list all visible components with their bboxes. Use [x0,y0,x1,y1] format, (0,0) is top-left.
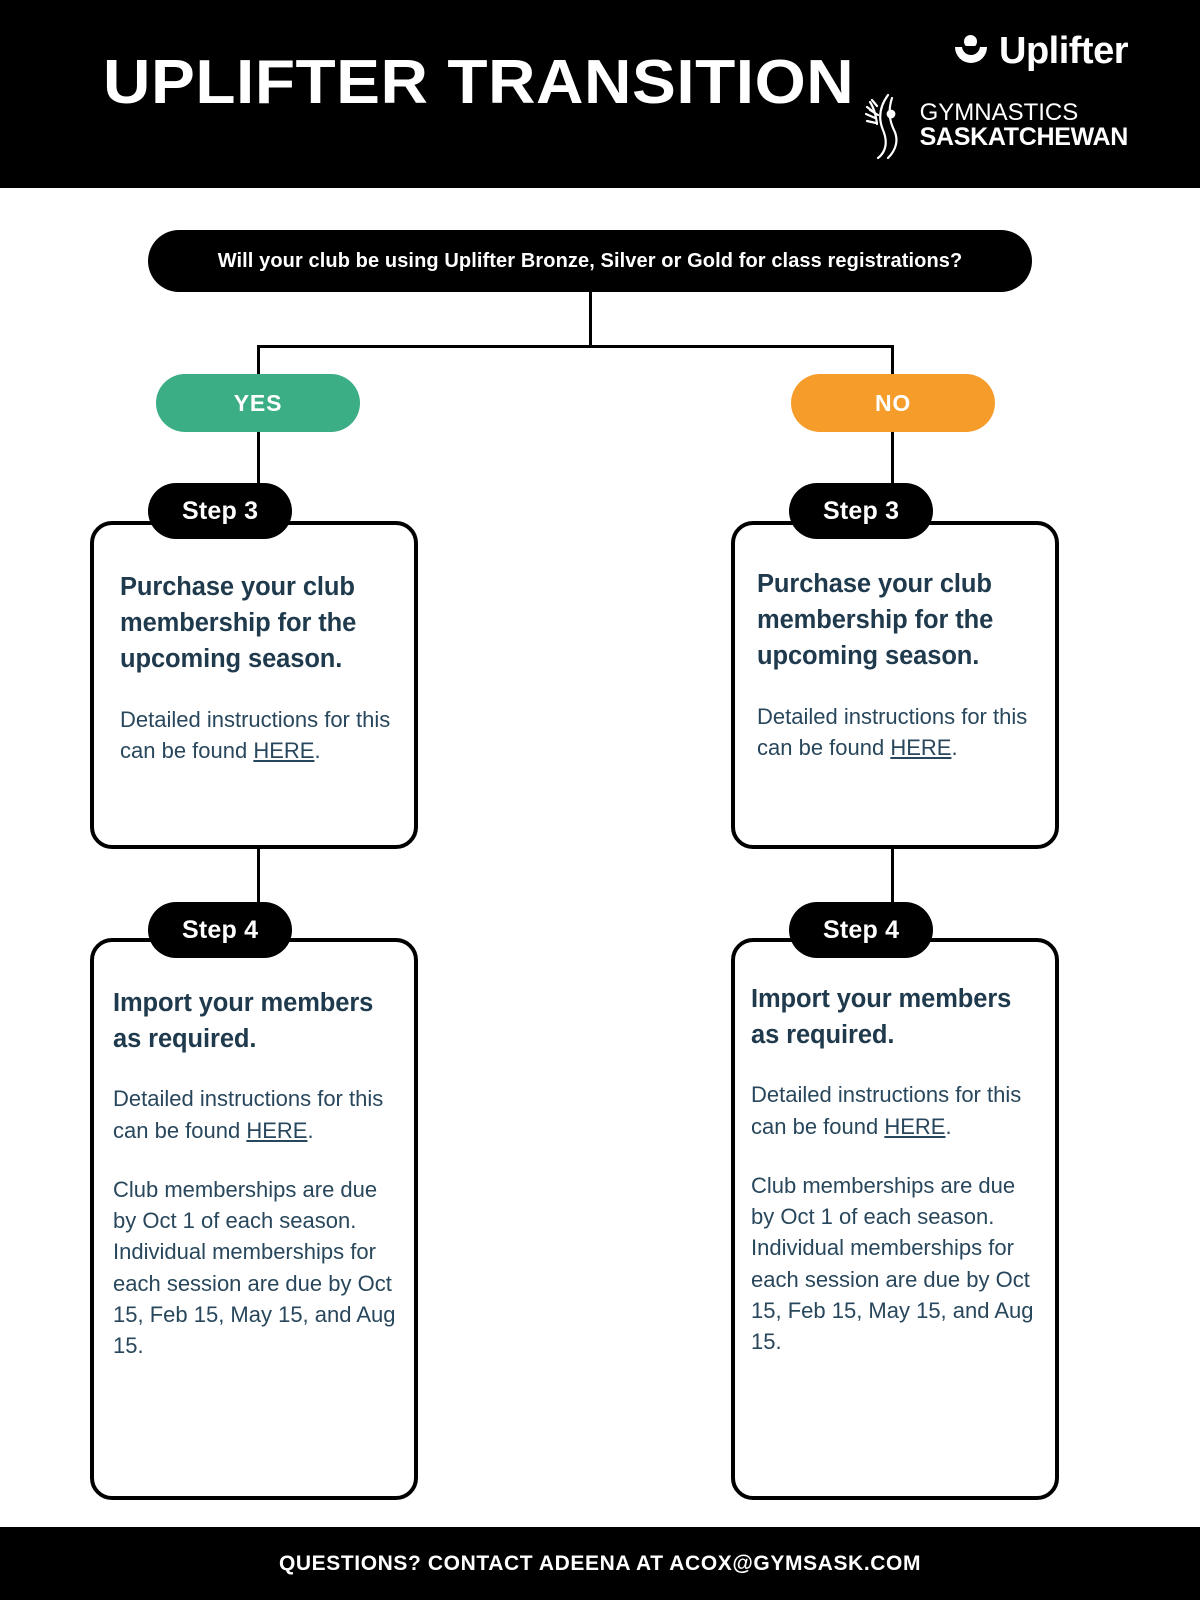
page-footer: QUESTIONS? CONTACT ADEENA AT ACOX@GYMSAS… [0,1527,1200,1600]
decision-question-text: Will your club be using Uplifter Bronze,… [217,249,963,272]
connector-right-step3-to-step4 [891,849,894,902]
yes-step4-p1-post: . [307,1117,314,1143]
no-step4-paragraph-1: Detailed instructions for this can be fo… [751,1079,1036,1141]
gymnast-figure-icon [858,90,912,160]
no-step4-p1-post: . [945,1113,952,1139]
yes-step4-p1-pre: Detailed instructions for this can be fo… [113,1086,384,1143]
yes-step4-here-link[interactable]: HERE [246,1117,308,1143]
yes-step3-p1-post: . [314,737,321,763]
answer-yes-button[interactable]: YES [156,374,360,432]
connector-split-horizontal [257,345,894,348]
no-step4-p1-pre: Detailed instructions for this can be fo… [751,1082,1022,1139]
yes-step3-heading: Purchase your club membership for the up… [120,573,357,674]
footer-contact-text: QUESTIONS? CONTACT ADEENA AT ACOX@GYMSAS… [278,1551,922,1575]
connector-yes-to-step3 [257,432,260,485]
page-title: UPLIFTER TRANSITION [103,48,855,117]
yes-step3-badge: Step 3 [148,483,293,539]
uplifter-logo: Uplifter [953,30,1129,72]
no-step3-here-link[interactable]: HERE [890,734,952,760]
decision-question-box: Will your club be using Uplifter Bronze,… [148,230,1032,292]
no-step4-content: Import your members as required. Detaile… [751,981,1036,1357]
no-step3-paragraph-1: Detailed instructions for this can be fo… [757,701,1037,763]
page-header: UPLIFTER TRANSITION Uplifter [0,0,1200,188]
no-step4-here-link[interactable]: HERE [884,1113,946,1139]
answer-no-label: NO [874,389,912,416]
connector-question-down [589,292,592,347]
no-step3-content: Purchase your club membership for the up… [757,566,1037,763]
no-step3-heading: Purchase your club membership for the up… [757,570,994,671]
yes-step3-content: Purchase your club membership for the up… [120,569,398,766]
connector-to-yes [257,345,260,377]
no-step3-badge: Step 3 [789,483,934,539]
no-step3-p1-pre: Detailed instructions for this can be fo… [757,703,1028,760]
no-step4-badge: Step 4 [789,902,934,958]
answer-yes-label: YES [233,389,283,416]
no-step4-card [731,938,1059,1500]
yes-step3-here-link[interactable]: HERE [253,737,315,763]
flowchart-canvas: Will your club be using Uplifter Bronze,… [0,188,1200,1500]
gymsask-line-1: GYMNASTICS [919,98,1079,126]
uplifter-wordmark: Uplifter [999,30,1129,72]
yes-step4-content: Import your members as required. Detaile… [113,985,398,1361]
no-step3-p1-post: . [951,734,958,760]
logo-group: Uplifter GYMNASTICS SASKATCHEWAN [864,30,1129,162]
no-step3-card [731,521,1059,849]
answer-no-button[interactable]: NO [791,374,995,432]
yes-step3-badge-label: Step 3 [182,496,259,525]
yes-step4-badge-label: Step 4 [182,915,259,944]
yes-step4-heading: Import your members as required. [113,989,374,1054]
connector-to-no [891,345,894,377]
connector-no-to-step3 [891,432,894,485]
connector-left-step3-to-step4 [257,849,260,902]
gymnastics-saskatchewan-logo: GYMNASTICS SASKATCHEWAN [858,90,1128,160]
yes-step4-paragraph-1: Detailed instructions for this can be fo… [113,1083,398,1145]
no-step3-badge-label: Step 3 [823,496,900,525]
no-step4-heading: Import your members as required. [751,985,1012,1050]
yes-step4-paragraph-2: Club memberships are due by Oct 1 of eac… [113,1176,396,1359]
no-step4-paragraph-2: Club memberships are due by Oct 1 of eac… [751,1172,1034,1355]
gymsask-line-2: SASKATCHEWAN [919,122,1129,151]
yes-step3-p1-pre: Detailed instructions for this can be fo… [120,706,391,763]
uplifter-bowl-icon [953,33,989,69]
yes-step3-paragraph-1: Detailed instructions for this can be fo… [120,704,398,766]
no-step4-badge-label: Step 4 [823,915,900,944]
yes-step4-badge: Step 4 [148,902,293,958]
